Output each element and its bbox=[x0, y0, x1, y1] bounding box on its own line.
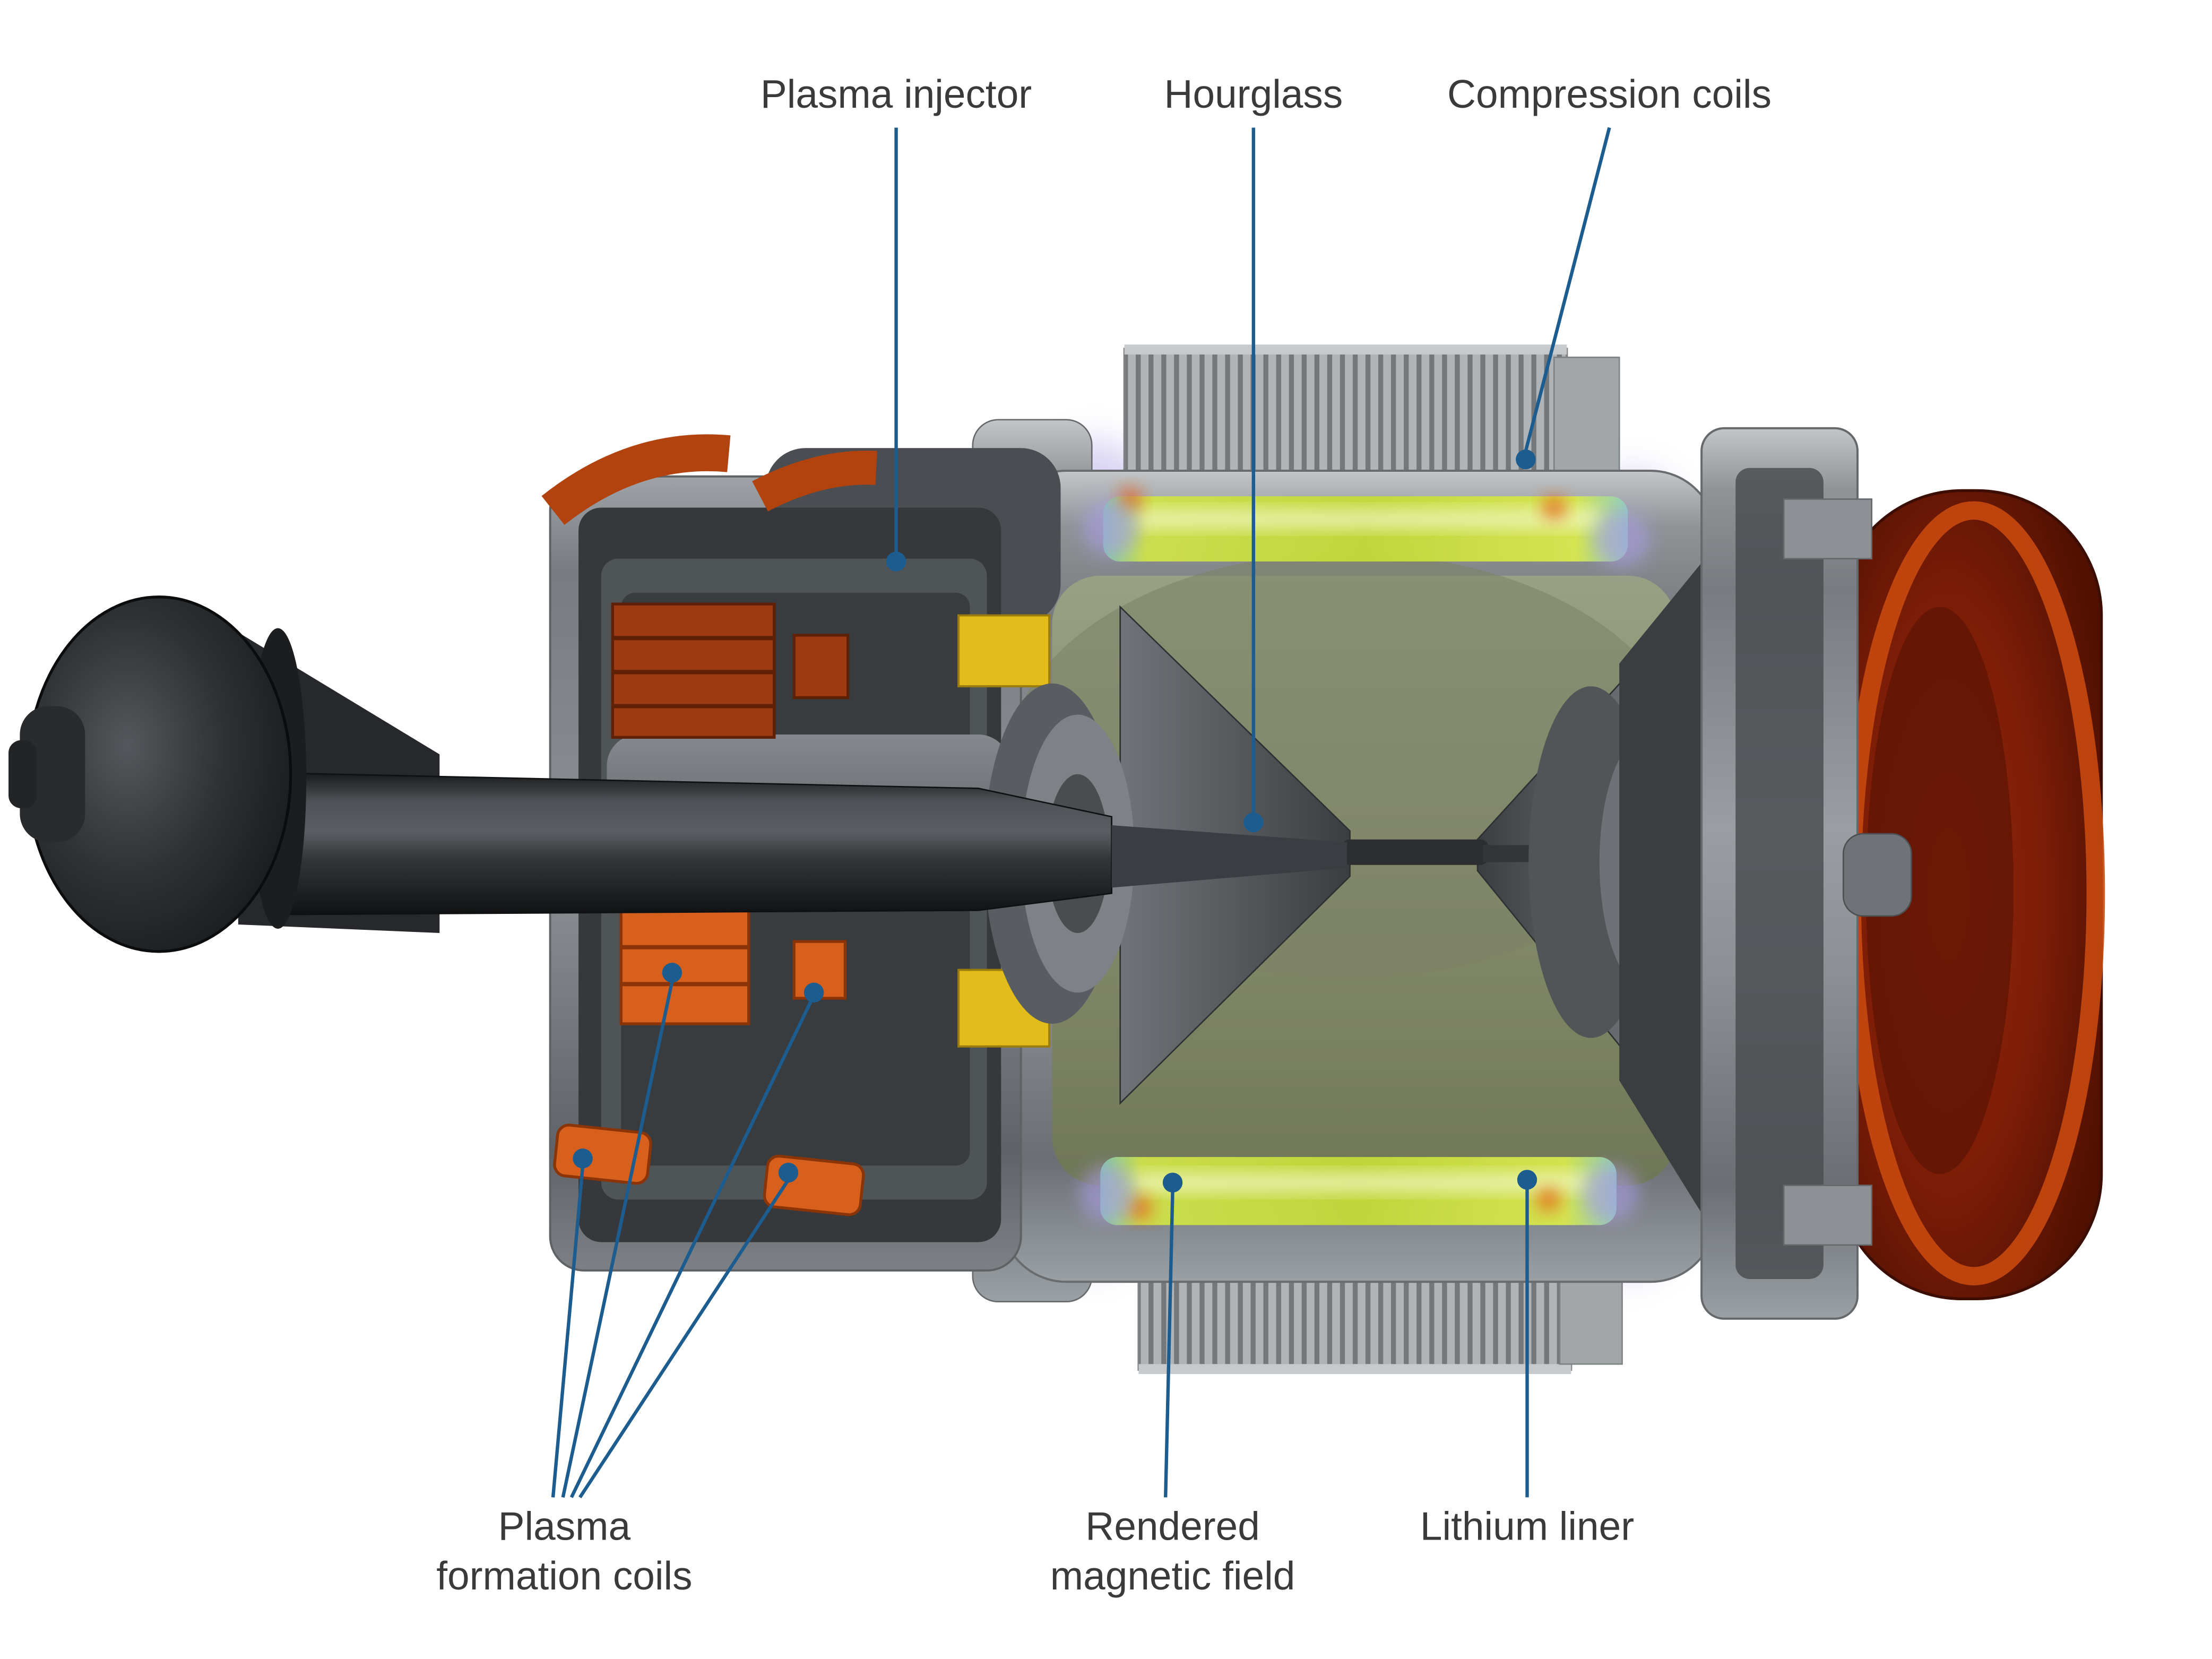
top-brackets-orange bbox=[541, 434, 877, 525]
injector-tip bbox=[8, 740, 37, 808]
main-vessel bbox=[1000, 470, 1733, 1283]
fringe-spot bbox=[1594, 510, 1651, 567]
dot-lithium-liner bbox=[1517, 1170, 1537, 1190]
dot-hourglass bbox=[1243, 812, 1264, 833]
callout-compression-coils: Compression coils bbox=[1447, 72, 1772, 470]
plasma-formation-coil-lower bbox=[619, 909, 750, 1025]
magnetic-field-glow-top bbox=[1103, 496, 1628, 562]
reactor-machine bbox=[8, 344, 2105, 1374]
dot-rendered-magnetic-field bbox=[1162, 1172, 1183, 1193]
callout-rendered-magnetic-field: Rendered magnetic field bbox=[1050, 1172, 1295, 1598]
right-flange-assembly bbox=[1619, 427, 1912, 1320]
dot-formation-coils-2 bbox=[662, 963, 682, 983]
right-flange-tab-top bbox=[1783, 498, 1873, 560]
purple-fringes bbox=[1079, 499, 1651, 1223]
label-rendered-magnetic-field-line2: magnetic field bbox=[1050, 1553, 1295, 1598]
hot-spot bbox=[1537, 1188, 1560, 1211]
right-hub-nub bbox=[1842, 833, 1912, 917]
leader-formation-coils-4 bbox=[578, 1179, 790, 1499]
plasma-injector-body bbox=[8, 595, 1347, 953]
label-rendered-magnetic-field-line1: Rendered bbox=[1085, 1504, 1260, 1549]
leader-formation-coils-2 bbox=[561, 981, 674, 1498]
dish-inner-shadow bbox=[1866, 607, 2014, 1174]
right-flange-tab-bottom bbox=[1783, 1185, 1873, 1246]
callout-lithium-liner: Lithium liner bbox=[1420, 1170, 1634, 1549]
fringe-spot bbox=[1082, 499, 1139, 556]
label-plasma-injector: Plasma injector bbox=[761, 72, 1032, 116]
injector-shaft bbox=[269, 772, 1113, 915]
bracket-left bbox=[541, 434, 731, 525]
callout-hourglass: Hourglass bbox=[1164, 72, 1343, 833]
leader-rendered-magnetic-field bbox=[1164, 1191, 1174, 1498]
label-plasma-formation-coils-line2: formation coils bbox=[436, 1553, 692, 1598]
dot-formation-coils-1 bbox=[573, 1148, 593, 1169]
plasma-formation-coil-upper bbox=[611, 602, 776, 739]
foot-left bbox=[553, 1124, 652, 1185]
leader-compression-coils bbox=[1524, 127, 1611, 452]
dot-formation-coils-3 bbox=[803, 982, 824, 1003]
fringe-spot bbox=[1582, 1165, 1639, 1223]
fins-bottom-edge bbox=[1138, 1364, 1571, 1374]
label-plasma-formation-coils-line1: Plasma bbox=[498, 1504, 631, 1549]
right-cone-shadow bbox=[1619, 556, 1707, 1223]
fringe-spot bbox=[1079, 1165, 1136, 1223]
right-flange-recess bbox=[1735, 468, 1824, 1279]
label-compression-coils: Compression coils bbox=[1447, 72, 1772, 116]
bracket-right bbox=[752, 451, 877, 512]
coil-block bbox=[619, 909, 750, 1025]
leader-formation-coils-1 bbox=[551, 1165, 585, 1498]
label-lithium-liner: Lithium liner bbox=[1420, 1504, 1634, 1549]
plasma-formation-coil-upper-small bbox=[792, 634, 850, 699]
magnetic-field-glow-bottom bbox=[1100, 1157, 1617, 1225]
insulator-left-top bbox=[957, 614, 1051, 688]
glow-core-bottom bbox=[1131, 1174, 1591, 1191]
hot-spot bbox=[1542, 496, 1566, 519]
callout-plasma-formation-coils: Plasma formation coils bbox=[436, 963, 824, 1598]
center-rod bbox=[1111, 825, 1347, 888]
glow-core-top bbox=[1134, 510, 1603, 528]
dot-formation-coils-4 bbox=[778, 1162, 799, 1183]
callouts: Plasma injector Hourglass Compression co… bbox=[436, 72, 1772, 1598]
label-hourglass: Hourglass bbox=[1164, 72, 1343, 116]
foot-right bbox=[763, 1154, 865, 1216]
dot-plasma-injector bbox=[886, 551, 906, 572]
leader-formation-coils-3 bbox=[569, 1000, 813, 1498]
fins-top-edge bbox=[1124, 344, 1567, 355]
injector-nub bbox=[20, 706, 85, 843]
dot-compression-coils bbox=[1516, 449, 1536, 470]
hourglass-waist bbox=[1341, 839, 1489, 865]
callout-plasma-injector: Plasma injector bbox=[761, 72, 1032, 572]
